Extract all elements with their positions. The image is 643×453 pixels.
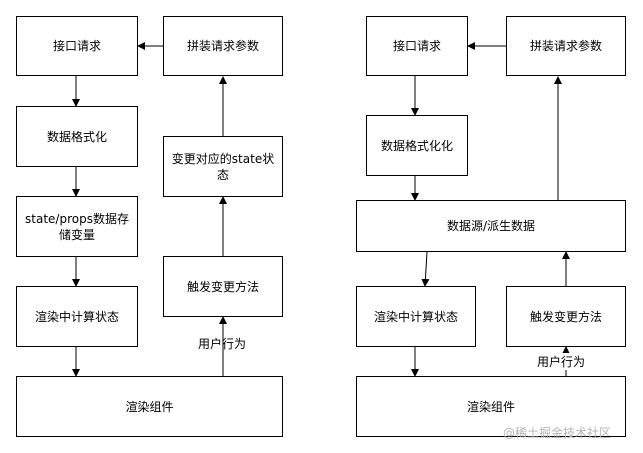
left-render-component-label: 渲染组件: [125, 399, 174, 414]
left-assemble-params-label: 拼装请求参数: [186, 39, 259, 53]
right-api-request-box: 接口请求: [366, 16, 468, 76]
left-change-state-label: 变更对应的state状态: [171, 151, 275, 182]
right-trigger-change-box: 触发变更方法: [506, 286, 626, 347]
left-state-storage-label: state/props数据存储变量: [25, 211, 129, 242]
left-api-request-box: 接口请求: [16, 16, 138, 76]
right-data-format-label: 数据格式化化: [380, 138, 453, 153]
right-datasource-box: 数据源/派生数据: [356, 200, 626, 252]
right-user-action-label: 用户行为: [537, 353, 586, 370]
left-data-format-label: 数据格式化: [46, 129, 107, 144]
left-data-format-box: 数据格式化: [16, 106, 138, 167]
right-render-component-box: 渲染组件: [356, 376, 626, 437]
right-render-compute-label: 渲染中计算状态: [373, 309, 458, 324]
right-trigger-change-label: 触发变更方法: [529, 309, 602, 324]
arrow-right-datasource-to-render: [421, 251, 430, 287]
left-render-compute-box: 渲染中计算状态: [16, 286, 138, 347]
left-render-component-box: 渲染组件: [16, 376, 283, 437]
right-assemble-params-label: 拼装请求参数: [529, 39, 602, 53]
left-api-request-label: 接口请求: [52, 39, 101, 53]
left-trigger-change-label: 触发变更方法: [186, 279, 259, 294]
right-datasource-label: 数据源/派生数据: [446, 219, 536, 233]
left-trigger-change-box: 触发变更方法: [163, 256, 283, 317]
right-render-component-label: 渲染组件: [466, 399, 515, 414]
right-api-request-label: 接口请求: [392, 39, 441, 53]
left-assemble-params-box: 拼装请求参数: [163, 16, 283, 76]
left-state-storage-box: state/props数据存储变量: [16, 196, 138, 257]
left-render-compute-label: 渲染中计算状态: [34, 309, 119, 324]
left-user-action-label: 用户行为: [198, 337, 247, 351]
left-change-state-box: 变更对应的state状态: [163, 136, 283, 197]
right-render-compute-box: 渲染中计算状态: [356, 286, 476, 347]
right-data-format-box: 数据格式化化: [366, 115, 468, 176]
watermark: @稀土掘金技术社区: [503, 426, 612, 440]
right-assemble-params-box: 拼装请求参数: [506, 16, 626, 76]
